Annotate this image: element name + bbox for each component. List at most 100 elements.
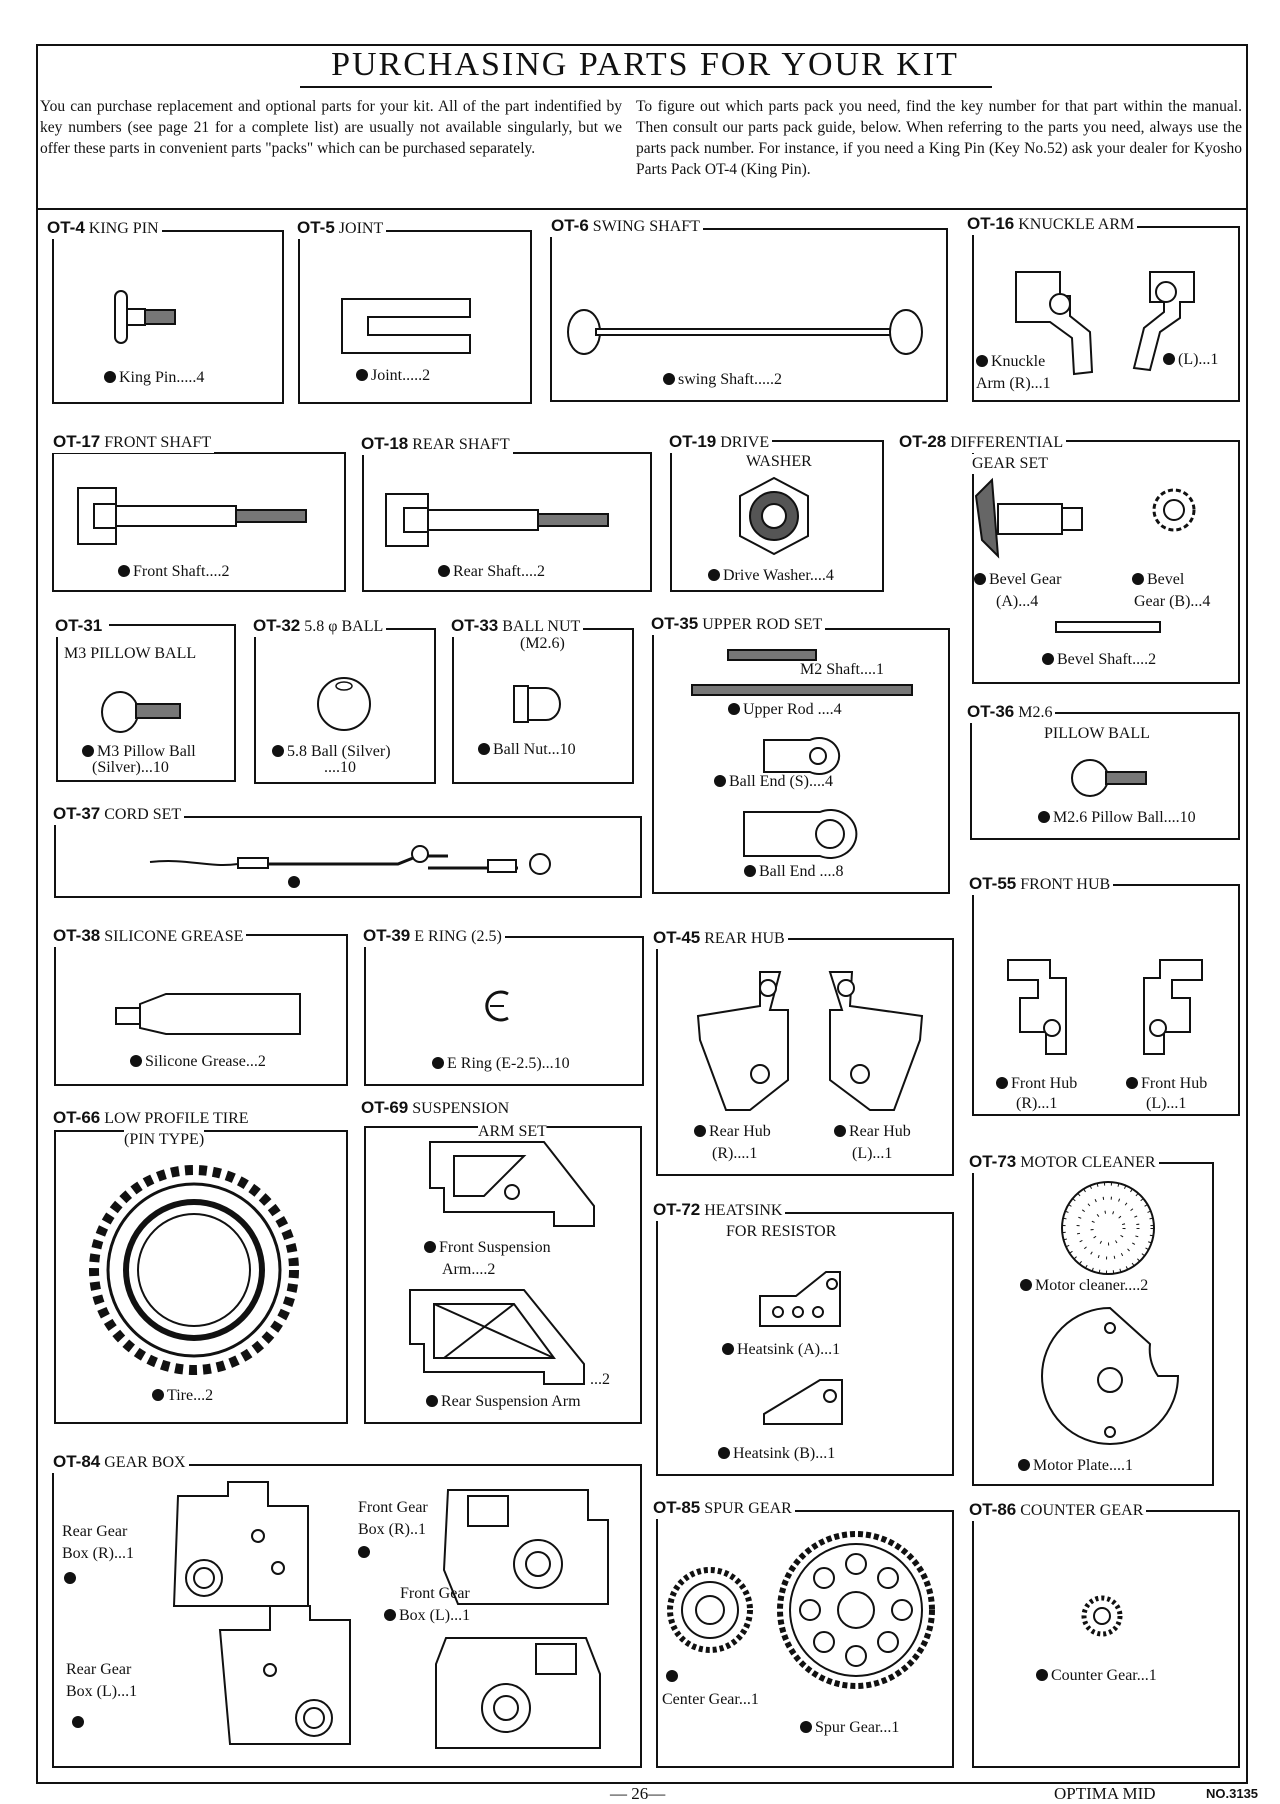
- pack-ot84-caption-4b: Box (L)...1: [66, 1683, 138, 1700]
- pack-ot84-caption-2b: Box (R)..1: [358, 1521, 426, 1538]
- pack-ot73-caption-2: Motor Plate....1: [1018, 1456, 1133, 1476]
- rear-shaft-icon: [385, 493, 609, 547]
- gear-box-rear-right-icon: [172, 1481, 309, 1607]
- ball-nut-icon: [513, 685, 561, 723]
- cord-icon: [149, 845, 551, 875]
- pack-ot35-caption-2: Upper Rod ....4: [728, 700, 842, 720]
- pack-ot17: [52, 452, 346, 592]
- swing-shaft-icon: [567, 309, 923, 355]
- front-suspension-arm-icon: [429, 1141, 595, 1227]
- pack-ot5-caption: Joint.....2: [356, 366, 430, 386]
- front-shaft-icon: [77, 487, 307, 545]
- pack-ot36-caption: M2.6 Pillow Ball....10: [1038, 808, 1196, 828]
- pack-ot28-caption-3: Bevel Shaft....2: [1042, 650, 1156, 670]
- pack-ot69-caption-2a: ...2: [590, 1371, 610, 1388]
- pack-ot35-caption-3: Ball End (S)....4: [714, 772, 833, 792]
- pack-ot85: [656, 1510, 954, 1768]
- pack-ot19: [670, 440, 884, 592]
- pack-ot55-caption-1b: (R)...1: [1016, 1095, 1058, 1112]
- pack-ot36-label-2: PILLOW BALL: [1044, 724, 1150, 744]
- pack-ot69-caption-2b: Rear Suspension Arm: [426, 1392, 581, 1412]
- e-ring-icon: [485, 990, 509, 1022]
- pack-ot28-caption-2a: Bevel: [1132, 570, 1184, 590]
- pack-ot84-key-1: [64, 1572, 76, 1584]
- pack-ot39-caption: E Ring (E-2.5)...10: [432, 1054, 570, 1074]
- pack-ot45-caption-1b: (R)....1: [712, 1145, 758, 1162]
- pack-ot69-caption-1b: Arm....2: [442, 1261, 496, 1278]
- pack-ot4: [52, 230, 284, 404]
- gear-box-front-right-icon: [442, 1489, 609, 1605]
- pack-ot72: [656, 1212, 954, 1476]
- pack-ot28-caption-1b: (A)...4: [996, 593, 1039, 610]
- pack-ot37-key: [288, 876, 300, 888]
- pack-ot85-caption-1: Center Gear...1: [662, 1691, 759, 1708]
- pack-ot85-caption-2: Spur Gear...1: [800, 1718, 899, 1738]
- pack-ot4-caption: King Pin.....4: [104, 368, 204, 388]
- pack-ot31-caption-2: (Silver)...10: [92, 759, 169, 776]
- pack-ot19-caption: Drive Washer....4: [708, 566, 834, 586]
- manual-code: NO.3135: [1206, 1786, 1259, 1801]
- intro-separator: [36, 208, 1246, 210]
- pack-ot55-caption-2b: (L)...1: [1146, 1095, 1187, 1112]
- pack-ot84-caption-2a: Front Gear: [358, 1499, 428, 1516]
- pack-ot5: [298, 230, 532, 404]
- pack-ot73-caption-1: Motor cleaner....2: [1020, 1276, 1148, 1296]
- pack-ot35-caption-1: M2 Shaft....1: [800, 661, 884, 678]
- page-number: — 26—: [610, 1784, 666, 1803]
- pack-ot6-caption: swing Shaft.....2: [663, 370, 782, 390]
- pack-ot86-caption: Counter Gear...1: [1036, 1666, 1157, 1686]
- pack-ot45: [656, 938, 954, 1176]
- tire-icon: [89, 1165, 299, 1375]
- pack-ot45-caption-2b: (L)...1: [852, 1145, 893, 1162]
- silicone-grease-tube-icon: [115, 993, 301, 1035]
- pack-ot45-caption-2a: Rear Hub: [834, 1122, 911, 1142]
- pack-ot31-label: OT-31: [52, 616, 110, 637]
- m2-shaft-icon: [727, 649, 817, 661]
- pack-ot28-caption-1a: Bevel Gear: [974, 570, 1061, 590]
- intro-right: To figure out which parts pack you need,…: [636, 98, 1242, 178]
- pack-ot55-caption-2a: Front Hub: [1126, 1074, 1207, 1094]
- pack-ot72-label-2: FOR RESISTOR: [726, 1222, 837, 1242]
- m2-6-pillow-ball-icon: [1071, 759, 1147, 797]
- pack-ot35-caption-4: Ball End ....8: [744, 862, 843, 882]
- pack-ot38-caption: Silicone Grease...2: [130, 1052, 266, 1072]
- pack-ot18-caption: Rear Shaft....2: [438, 562, 545, 582]
- pack-ot66-caption: Tire...2: [152, 1386, 213, 1406]
- pack-ot45-caption-1a: Rear Hub: [694, 1122, 771, 1142]
- pack-ot84-key-4: [72, 1716, 84, 1728]
- upper-rod-icon: [691, 684, 913, 696]
- pack-ot69-caption-1a: Front Suspension: [424, 1238, 551, 1258]
- pack-ot32-caption-2: ....10: [324, 759, 356, 776]
- pack-ot28: [972, 440, 1240, 684]
- pack-ot72-caption-2: Heatsink (B)...1: [718, 1444, 835, 1464]
- pack-ot19-label-2: WASHER: [746, 452, 812, 472]
- motor-plate-icon: [1041, 1306, 1180, 1445]
- rear-hub-icon: [696, 971, 924, 1111]
- rear-suspension-arm-icon: [409, 1289, 585, 1385]
- front-hub-icon: [1007, 959, 1203, 1055]
- gear-box-front-left-icon: [435, 1637, 601, 1749]
- m3-pillow-ball-icon: [101, 691, 181, 733]
- pack-ot32-caption-1: 5.8 Ball (Silver): [272, 742, 391, 762]
- pack-ot84-caption-1b: Box (R)...1: [62, 1545, 134, 1562]
- title-underline: [300, 86, 992, 88]
- joint-icon: [341, 298, 471, 354]
- motor-cleaner-icon: [1061, 1181, 1155, 1275]
